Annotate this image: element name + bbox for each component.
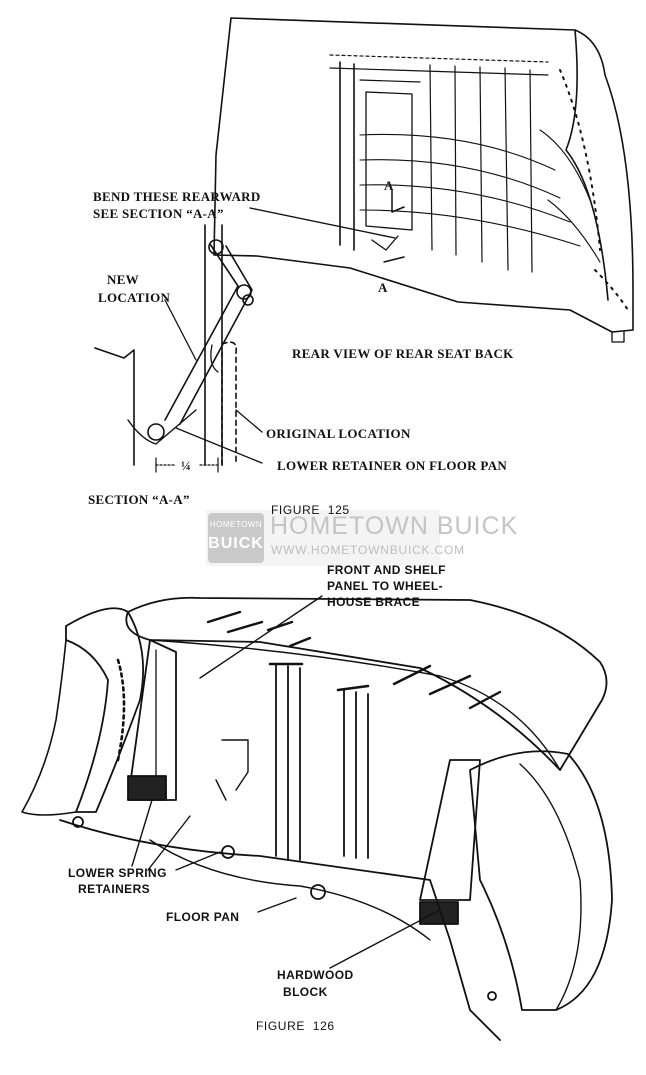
right-wheelhouse [469, 750, 613, 1011]
seat-back-frame-left [339, 61, 355, 251]
label-lower-retainer: LOWER RETAINER ON FLOOR PAN [277, 458, 508, 473]
label-front-shelf-3: HOUSE BRACE [327, 595, 421, 609]
right-brace [419, 759, 481, 901]
label-rear-view: REAR VIEW OF REAR SEAT BACK [292, 346, 514, 361]
section-mark-bottom: A [378, 280, 388, 295]
hometown-buick-logo: HOMETOWN BUICK [208, 513, 264, 563]
label-section-aa: SECTION “A-A” [88, 492, 190, 507]
hardwood-block [419, 901, 459, 925]
label-front-shelf-2: PANEL TO WHEEL- [327, 579, 444, 593]
label-original-location: ORIGINAL LOCATION [266, 426, 411, 441]
shelf-slots [206, 610, 502, 710]
label-dimension: ¼ [181, 458, 192, 473]
label-hardwood: HARDWOOD [277, 968, 354, 982]
label-block: BLOCK [283, 985, 328, 999]
label-floor-pan: FLOOR PAN [166, 910, 240, 924]
label-see-section: SEE SECTION “A-A” [93, 206, 224, 221]
figure-126-caption: FIGURE 126 [256, 1019, 335, 1033]
watermark-url: WWW.HOMETOWNBUICK.COM [271, 543, 465, 557]
new-location-retainer [164, 243, 253, 425]
seat-back-outline [213, 17, 634, 333]
left-brace [127, 639, 177, 801]
watermark-title: HOMETOWN BUICK [270, 512, 519, 540]
floor-pan-profile [94, 347, 135, 466]
label-new: NEW [107, 272, 139, 287]
label-lower-spring-2: RETAINERS [78, 882, 151, 896]
seat-back-springs [429, 64, 533, 273]
left-wheelhouse [65, 607, 145, 813]
rear-shelf-panel [125, 596, 608, 771]
figure-125-caption: FIGURE 125 [271, 503, 350, 517]
logo-main-text: BUICK [208, 535, 264, 552]
label-location: LOCATION [98, 290, 171, 305]
section-mark-top: A [384, 178, 394, 193]
left-spring-retainer-block [127, 775, 167, 801]
center-spring-right [343, 689, 369, 859]
logo-top-text: HOMETOWN [209, 520, 263, 529]
center-spring-left [275, 663, 301, 861]
label-bend-rearward: BEND THESE REARWARD [93, 189, 261, 204]
label-lower-spring-1: LOWER SPRING [68, 866, 167, 880]
floor-pan-outline [59, 819, 501, 1041]
label-front-shelf-1: FRONT AND SHELF [327, 563, 446, 577]
